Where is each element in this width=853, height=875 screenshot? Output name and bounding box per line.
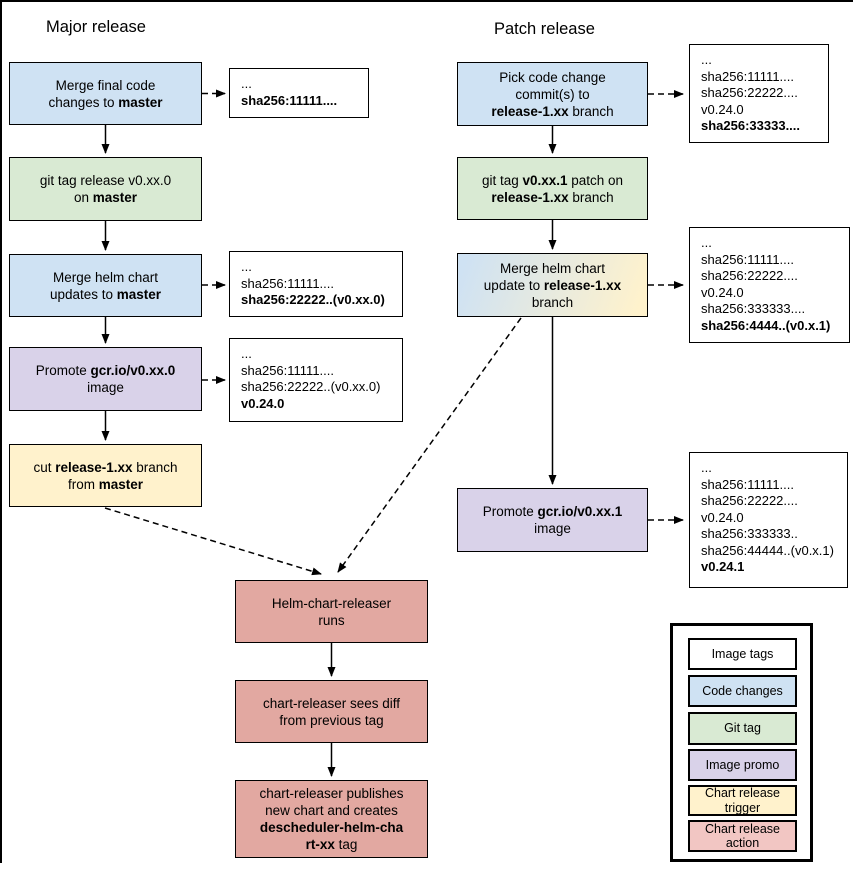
legend-item-image-promo: Image promo [688,749,797,781]
canvas-border-top [0,0,853,2]
dashed-arrow-cut-branch-to-releaser [104,507,322,576]
legend-label: Code changes [702,683,783,698]
legend: Image tags Code changes Git tag Image pr… [670,623,813,862]
major-release-title: Major release [46,18,146,36]
image-tags-box-major-code: ...sha256:11111.... [229,68,369,118]
legend-label: Image promo [705,757,780,772]
patch-release-title: Patch release [494,20,595,38]
legend-item-image-tags: Image tags [688,638,797,670]
image-tags-box-patch-helm: ...sha256:11111....sha256:22222....v0.24… [689,227,850,343]
legend-label: Git tag [724,721,761,736]
image-tags-box-major-helm: ...sha256:11111....sha256:22222..(v0.xx.… [229,251,403,317]
image-tags-box-patch-code: ...sha256:11111....sha256:22222....v0.24… [689,44,829,143]
legend-label: Image tags [711,646,774,661]
legend-item-code-changes: Code changes [688,675,797,707]
image-tags-box-major-promote: ...sha256:11111....sha256:22222..(v0.xx.… [229,338,403,422]
legend-item-git-tag: Git tag [688,712,797,745]
canvas-border-left [0,0,2,863]
image-tags-box-patch-promote: ...sha256:11111....sha256:22222....v0.24… [689,452,848,588]
